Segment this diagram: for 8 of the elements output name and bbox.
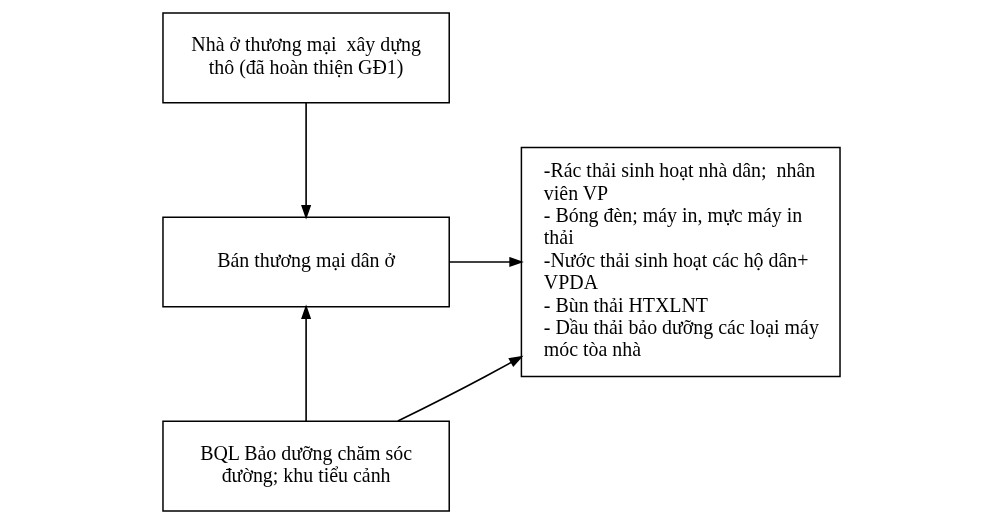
node-box: Nhà ở thương mại xây dựng thô (đã hoàn thiện GĐ1) xyxy=(161,12,450,104)
arrow xyxy=(300,102,311,220)
node-box: Bán thương mại dân ở xyxy=(161,216,450,308)
arrow xyxy=(300,304,311,422)
arrow xyxy=(448,256,524,268)
arrow xyxy=(396,355,523,422)
node-box: -Rác thải sinh hoạt nhà dân; nhân viên VP - Bóng đèn; máy in, mực máy in thải -Nước thải sinh hoạt các hộ dân+ VPDA - Bùn thải HTXLNT - Dầu thải bảo dưỡng các loại máy móc tòa nhà xyxy=(520,146,841,378)
node-box: BQL Bảo dưỡng chăm sóc đường; khu tiểu cảnh xyxy=(161,420,450,512)
